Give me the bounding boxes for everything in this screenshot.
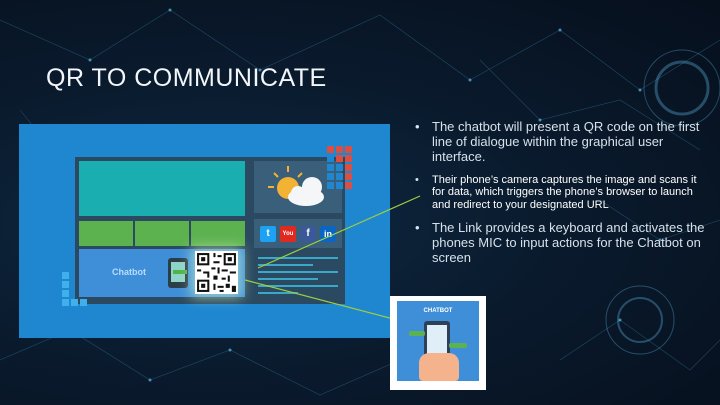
decor-dots-top [327, 146, 352, 189]
gui-header-block [79, 161, 245, 216]
slide-title: QR TO COMMUNICATE [46, 64, 327, 92]
qr-code-icon [195, 251, 238, 294]
gui-green-tabs [79, 221, 245, 246]
linkedin-icon: in [320, 225, 336, 242]
hand-icon [419, 353, 459, 381]
facebook-icon: f [300, 225, 316, 242]
youtube-icon: You [280, 225, 296, 242]
bullet-item: The Link provides a keyboard and activat… [415, 220, 705, 266]
chat-bubble-icon [409, 331, 425, 336]
twitter-icon: t [260, 225, 276, 242]
card-title: CHATBOT [423, 308, 453, 314]
sun-cloud-icon [268, 166, 324, 206]
bullet-list: The chatbot will present a QR code on th… [415, 119, 705, 275]
bullet-item: The chatbot will present a QR code on th… [415, 119, 705, 165]
chatbot-phone-image: CHATBOT [390, 296, 486, 390]
chat-bubble-icon [449, 343, 467, 348]
social-bar: t You f in [254, 219, 342, 248]
phone-icon [168, 258, 188, 288]
bullet-item: Their phone’s camera captures the image … [415, 174, 705, 212]
text-lines-block [254, 252, 342, 300]
chatbot-label: Chatbot [112, 267, 146, 277]
decor-dots-bottom [62, 272, 87, 306]
